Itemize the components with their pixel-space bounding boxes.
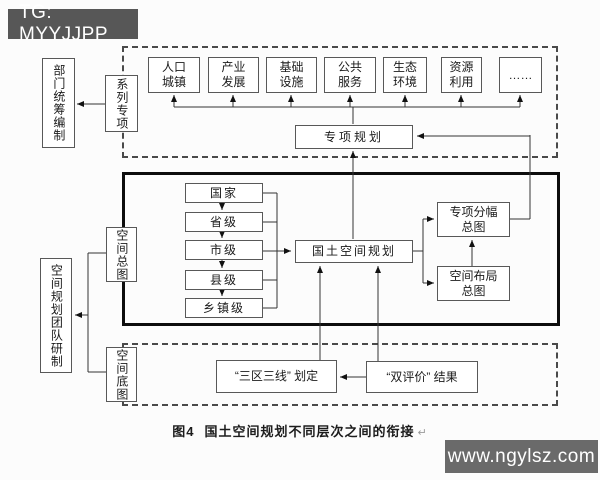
figure-caption: 图4 国土空间规划不同层次之间的衔接↵	[0, 421, 600, 440]
node-series-special: 系列专项	[105, 75, 138, 132]
node-planning-team: 空间规划团队研制	[40, 258, 72, 373]
node-dept-coordination: 部门统筹编制	[42, 58, 75, 148]
node-resource-utilization: 资源 利用	[441, 57, 482, 93]
node-territorial-spatial-planning: 国土空间规划	[295, 240, 413, 263]
node-infrastructure: 基础 设施	[266, 57, 317, 93]
node-special-planning: 专项规划	[295, 125, 413, 149]
node-level-national: 国家	[185, 183, 263, 203]
base-section-dashed-frame	[122, 343, 558, 406]
watermark-bottom-right: www.ngylsz.com	[445, 440, 598, 473]
node-double-evaluation-results: “双评价” 结果	[366, 361, 478, 393]
node-level-municipal: 市级	[185, 240, 263, 260]
node-label: 空间总图	[114, 228, 129, 281]
node-level-township: 乡镇级	[185, 298, 263, 318]
node-special-sheet-master-map: 专项分幅 总图	[437, 202, 510, 237]
node-level-provincial: 省级	[185, 212, 263, 232]
node-space-master-map: 空间总图	[106, 227, 137, 282]
node-label: 空间规划团队研制	[49, 263, 64, 368]
node-label: 空间底图	[114, 348, 129, 401]
paragraph-return-mark: ↵	[417, 427, 428, 439]
node-space-base-map: 空间底图	[106, 347, 137, 402]
node-label: 部门统筹编制	[51, 64, 66, 142]
node-three-zones-three-lines: “三区三线” 划定	[216, 360, 337, 393]
node-level-county: 县级	[185, 270, 263, 290]
watermark-top-left: TG: MYYJJPP	[8, 2, 138, 45]
node-label: 系列专项	[114, 77, 129, 130]
node-ellipsis-others: ……	[499, 57, 542, 93]
figure-caption-text: 国土空间规划不同层次之间的衔接	[204, 424, 415, 439]
node-spatial-layout-master-map: 空间布局 总图	[437, 266, 510, 301]
node-public-services: 公共 服务	[324, 57, 376, 93]
figure-caption-number: 图4	[172, 424, 195, 439]
node-industry-development: 产业 发展	[208, 57, 259, 93]
node-ecological-environment: 生态 环境	[383, 57, 427, 93]
node-population-towns: 人口 城镇	[148, 57, 200, 93]
